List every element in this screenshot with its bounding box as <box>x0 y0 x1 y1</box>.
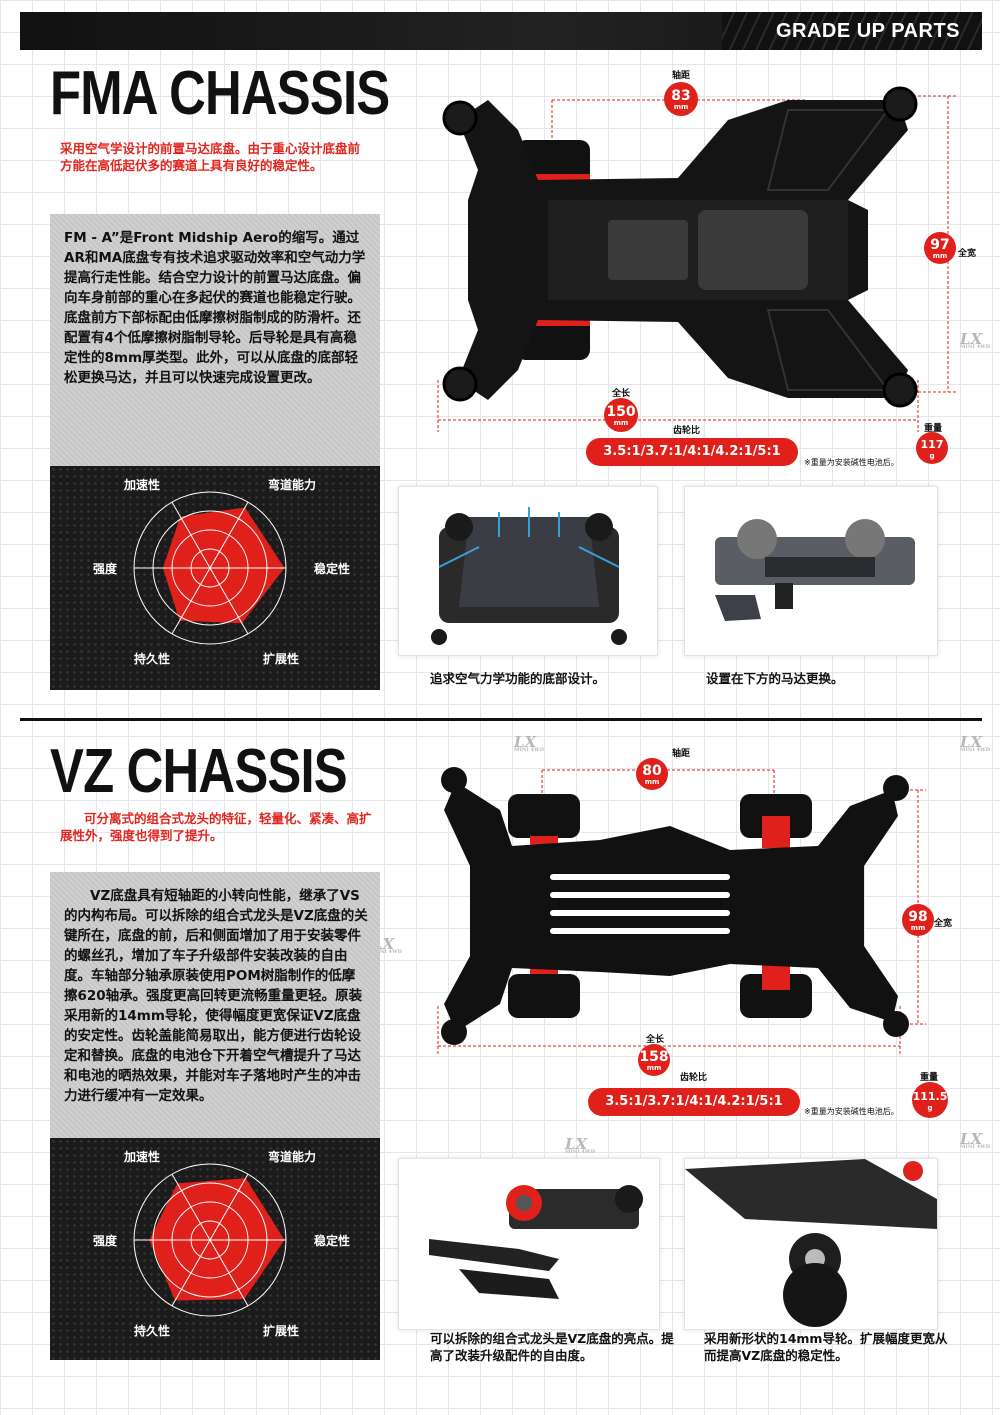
vz-intro: 可分离式的组合式龙头的特征，轻量化、紧凑、高扩展性外，强度也得到了提升。 <box>60 811 372 843</box>
vz-description: VZ底盘具有短轴距的小转向性能，继承了VS的内构布局。可以拆除的组合式龙头是VZ… <box>64 888 368 1104</box>
section-divider <box>20 718 982 721</box>
fma-gear-label: 齿轮比 <box>673 426 701 436</box>
fma-description-box: FM - A”是Front Midship Aero的缩写。通过AR和MA底盘专… <box>50 214 380 466</box>
vz-roller-photo <box>685 1159 937 1327</box>
vz-gear-ratio: 3.5:1/3.7:1/4:1/4.2:1/5:1 <box>588 1088 800 1116</box>
vz-weight-label: 重量 <box>920 1073 939 1083</box>
radar-axis <box>209 501 249 569</box>
fma-photo-card <box>684 486 938 656</box>
vz-gear-label: 齿轮比 <box>680 1073 708 1083</box>
fma-width-label: 全宽 <box>958 249 977 259</box>
fma-photo-caption: 设置在下方的马达更换。 <box>706 671 844 686</box>
fma-weight-label: 重量 <box>924 424 943 434</box>
fma-underside-photo <box>431 507 627 645</box>
vz-title: VZ CHASSIS <box>50 737 348 806</box>
radar-axis <box>171 501 211 569</box>
radar-axis <box>171 1239 211 1307</box>
fma-radar-label: 加速性 <box>124 478 161 492</box>
header-bar: GRADE UP PARTS <box>20 12 982 50</box>
vz-radar-chart <box>133 1163 287 1317</box>
radar-area <box>162 507 285 624</box>
vz-radar-label: 持久性 <box>134 1324 171 1338</box>
radar-axis <box>209 1173 249 1241</box>
fma-gear-ratio: 3.5:1/3.7:1/4:1/4.2:1/5:1 <box>586 438 798 466</box>
fma-photo-card <box>398 486 658 656</box>
vz-width-label: 全宽 <box>934 919 953 929</box>
vz-wheelbase-label: 轴距 <box>672 749 691 759</box>
fma-radar-label: 持久性 <box>134 652 171 666</box>
vz-chassis-diagram <box>437 767 926 1056</box>
vz-bumper-photo <box>429 1185 643 1299</box>
radar-axis <box>209 1239 249 1307</box>
vz-photo-caption: 采用新形状的14mm导轮。扩展幅度更宽从而提高VZ底盘的稳定性。 <box>704 1331 948 1363</box>
vz-photo-caption: 可以拆除的组合式龙头是VZ底盘的亮点。提高了改装升级配件的自由度。 <box>430 1331 674 1363</box>
vz-radar-label: 扩展性 <box>263 1324 300 1338</box>
vz-photo-card <box>684 1158 938 1330</box>
vz-weight-note: ※重量为安装碱性电池后。 <box>804 1107 899 1116</box>
fma-radar-label: 弯道能力 <box>268 478 317 492</box>
header-label: GRADE UP PARTS <box>775 20 960 42</box>
fma-radar-panel: 加速性 弯道能力 稳定性 扩展性 持久性 强度 <box>50 466 380 690</box>
radar-axis <box>171 1173 211 1241</box>
vz-description-box: VZ底盘具有短轴距的小转向性能，继承了VS的内构布局。可以拆除的组合式龙头是VZ… <box>50 872 380 1138</box>
fma-radar-label: 稳定性 <box>314 562 351 576</box>
vz-radar-label: 稳定性 <box>314 1234 351 1248</box>
vz-radar-label: 弯道能力 <box>268 1150 317 1164</box>
header-stripes <box>722 12 982 50</box>
radar-axis <box>209 567 249 635</box>
fma-photo-caption: 追求空气力学功能的底部设计。 <box>430 671 606 686</box>
fma-radar-label: 强度 <box>93 562 118 576</box>
fma-description: FM - A”是Front Midship Aero的缩写。通过AR和MA底盘专… <box>64 230 366 386</box>
fma-weight-note: ※重量为安装碱性电池后。 <box>804 458 899 467</box>
vz-photo-card <box>398 1158 660 1330</box>
fma-chassis-diagram <box>437 86 958 432</box>
fma-motor-photo <box>715 519 915 621</box>
vz-radar-panel: 加速性 弯道能力 稳定性 扩展性 持久性 强度 <box>50 1138 380 1360</box>
vz-length-label: 全长 <box>646 1035 665 1045</box>
vz-radar-label: 加速性 <box>124 1150 161 1164</box>
fma-length-label: 全长 <box>612 389 631 399</box>
fma-radar-label: 扩展性 <box>263 652 300 666</box>
fma-intro: 采用空气学设计的前置马达底盘。由于重心设计底盘前方能在高低起伏多的赛道上具有良好… <box>60 141 361 173</box>
vz-radar-label: 强度 <box>93 1234 118 1248</box>
radar-area <box>149 1178 285 1301</box>
fma-radar-chart <box>133 491 287 645</box>
fma-title: FMA CHASSIS <box>50 59 390 128</box>
radar-axis <box>171 567 211 635</box>
fma-wheelbase-label: 轴距 <box>672 71 691 81</box>
